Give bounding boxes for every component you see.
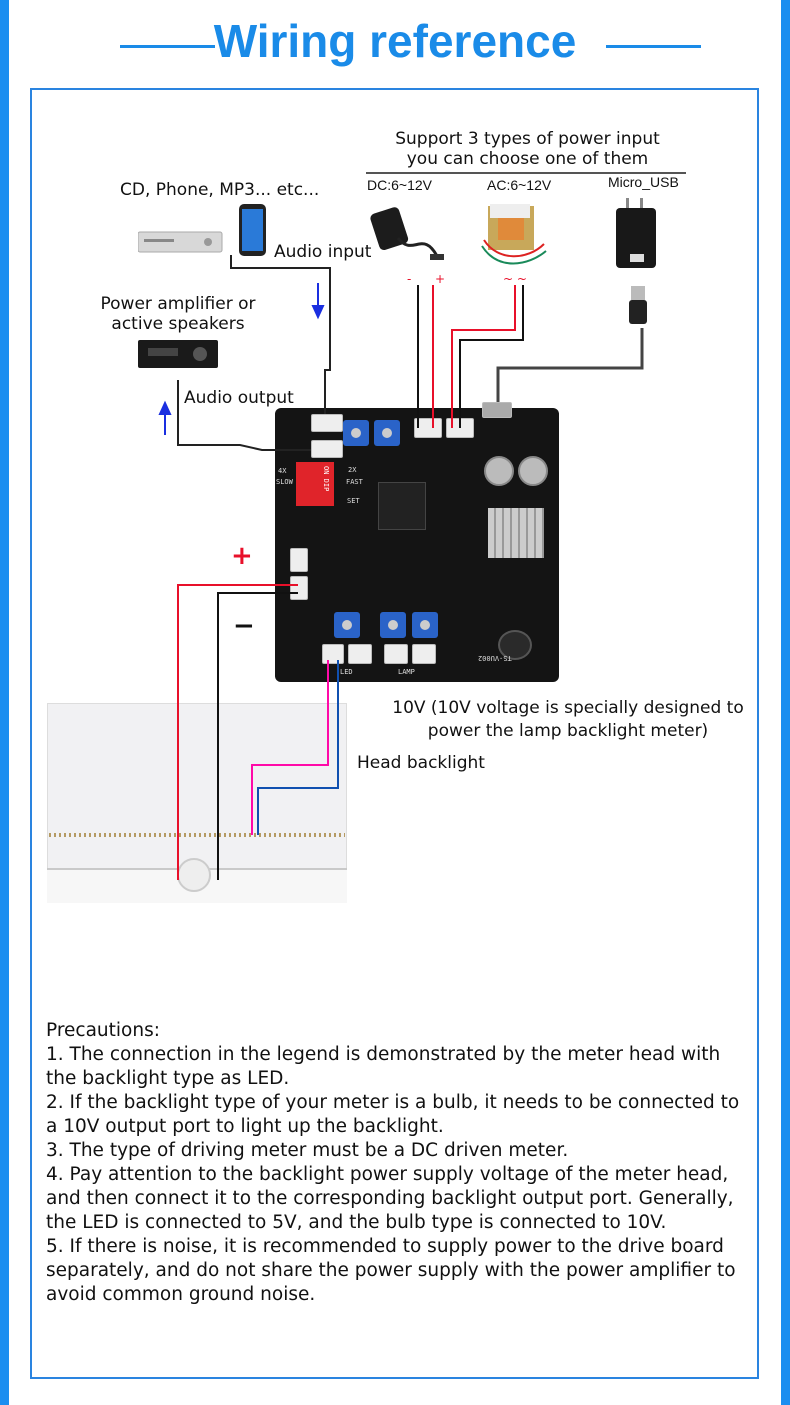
ten-volt-label: 10V (10V voltage is specially designed t… [387,697,749,743]
ten-volt-line2: power the lamp backlight meter) [427,721,709,741]
backlight-positive-wire [177,584,298,880]
micro-usb-port [482,402,512,418]
dc-adapter-icon [368,198,448,273]
potentiometer [412,612,438,638]
title-rule-right [606,45,701,48]
audio-output-wire [177,380,311,451]
dip-label: ON DIP [322,466,330,492]
precautions-heading: Precautions: [46,1020,160,1041]
phone-icon [238,203,268,257]
ac-marks: ~ ~ [503,272,527,286]
left-accent-bar [0,0,9,1405]
meter-connector-l [290,548,308,572]
led-wire-pink [251,660,329,835]
plus-sign: + [231,541,253,571]
precaution-item: 5. If there is noise, it is recommended … [46,1236,736,1305]
audio-output-label: Audio output [184,388,294,408]
silk-set: SET [347,497,360,505]
sources-label: CD, Phone, MP3... etc... [120,180,320,200]
diagram-frame [30,88,759,1379]
precaution-item: 1. The connection in the legend is demon… [46,1044,721,1089]
audio-output-arrow-icon [158,400,172,435]
led-left-connector [322,644,344,664]
usb-cable [496,328,644,402]
amplifier-label: Power amplifier or active speakers [93,294,263,334]
audio-input-label: Audio input [274,242,372,262]
backlight-negative-wire [217,592,298,880]
audio-input-arrow-icon [311,283,325,320]
head-backlight-label: Head backlight [357,753,485,773]
silk-2x: 2X [348,466,357,474]
lamp-right-connector [412,644,436,664]
usb-label: Micro_USB [608,174,679,190]
led-wire-blue [257,660,339,835]
ac-label: AC:6~12V [487,177,552,193]
dc-connector [414,418,442,438]
dip-switch[interactable] [296,462,334,506]
ac-transformer-icon [478,196,550,271]
precaution-item: 4. Pay attention to the backlight power … [46,1164,734,1233]
inductor [498,630,532,660]
silk-slow: SLOW [276,478,293,486]
precautions: Precautions: 1. The connection in the le… [46,1019,756,1307]
wiring-overlay [158,255,644,880]
minus-sign: − [233,611,255,641]
amplifier-label-line2: active speakers [111,314,245,334]
dc-minus-mark: - [407,272,412,286]
potentiometer [374,420,400,446]
dc-label: DC:6~12V [367,177,432,193]
ac-wire-2 [459,285,524,428]
potentiometer [343,420,369,446]
led-right-connector [348,644,372,664]
potentiometer [334,612,360,638]
dc-plus-mark: + [435,272,446,286]
precaution-item: 3. The type of driving meter must be a D… [46,1140,569,1161]
cd-player-icon [137,230,223,254]
lamp-left-connector [384,644,408,664]
silk-lamp: LAMP [398,668,415,676]
power-heading-line2: you can choose one of them [406,149,649,169]
right-accent-bar [781,0,790,1405]
silk-4x: 4X [278,467,287,475]
power-heading-line1: Support 3 types of power input [395,129,660,149]
meter-bulb [177,858,211,892]
audio-in-connector [311,414,343,432]
amplifier-icon [138,338,220,372]
silk-led: LED [340,668,353,676]
title-rule-left [120,45,215,48]
audio-input-wire [230,255,331,414]
amplifier-label-line1: Power amplifier or [100,294,256,314]
capacitor [484,456,514,486]
ten-volt-line1: 10V (10V voltage is specially designed t… [392,698,744,718]
heatsink [488,508,544,558]
capacitor [518,456,548,486]
led-strip [49,833,345,837]
silk-fast: FAST [346,478,363,486]
usb-charger-icon [612,198,662,328]
power-divider [366,172,686,174]
ac-wire-1 [451,285,516,428]
audio-out-connector [311,440,343,458]
mcu-chip [378,482,426,530]
potentiometer [380,612,406,638]
precaution-item: 2. If the backlight type of your meter i… [46,1092,740,1137]
power-heading: Support 3 types of power input you can c… [360,129,695,169]
page-title: Wiring reference [213,15,577,67]
